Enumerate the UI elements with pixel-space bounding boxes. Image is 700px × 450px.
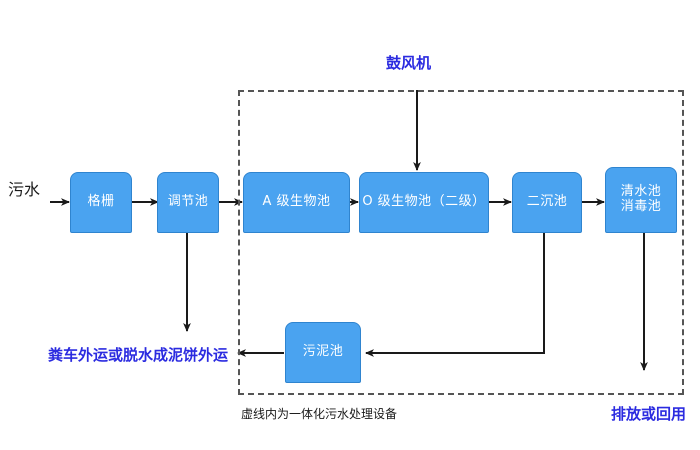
inlet-label: 污水 — [8, 180, 41, 199]
node-grille-label: 格栅 — [87, 194, 115, 210]
node-regulating-tank-label: 调节池 — [167, 194, 209, 210]
node-regulating-tank[interactable]: 调节池 — [157, 172, 219, 233]
node-disinfection-tank-label: 消毒池 — [620, 199, 662, 214]
node-o-stage-bio-tank-label: O 级生物池（二级） — [362, 194, 486, 210]
equipment-boundary-caption: 虚线内为一体化污水处理设备 — [241, 407, 398, 421]
effluent-output-label: 排放或回用 — [611, 405, 687, 423]
node-clearwater-disinfection-tank[interactable]: 清水池 消毒池 — [605, 167, 677, 233]
node-clearwater-tank-label: 清水池 — [620, 184, 662, 200]
node-a-stage-bio-tank-label: A 级生物池 — [262, 194, 331, 210]
node-sludge-tank-label: 污泥池 — [302, 344, 344, 360]
node-sludge-tank[interactable]: 污泥池 — [285, 322, 361, 383]
integrated-equipment-boundary — [238, 90, 684, 395]
node-secondary-clarifier[interactable]: 二沉池 — [512, 172, 582, 233]
sludge-output-label: 粪车外运或脱水成泥饼外运 — [48, 346, 229, 364]
node-a-stage-bio-tank[interactable]: A 级生物池 — [243, 172, 350, 233]
node-o-stage-bio-tank[interactable]: O 级生物池（二级） — [359, 172, 489, 233]
blower-label: 鼓风机 — [386, 54, 432, 72]
node-grille[interactable]: 格栅 — [70, 172, 132, 233]
node-secondary-clarifier-label: 二沉池 — [526, 194, 568, 210]
